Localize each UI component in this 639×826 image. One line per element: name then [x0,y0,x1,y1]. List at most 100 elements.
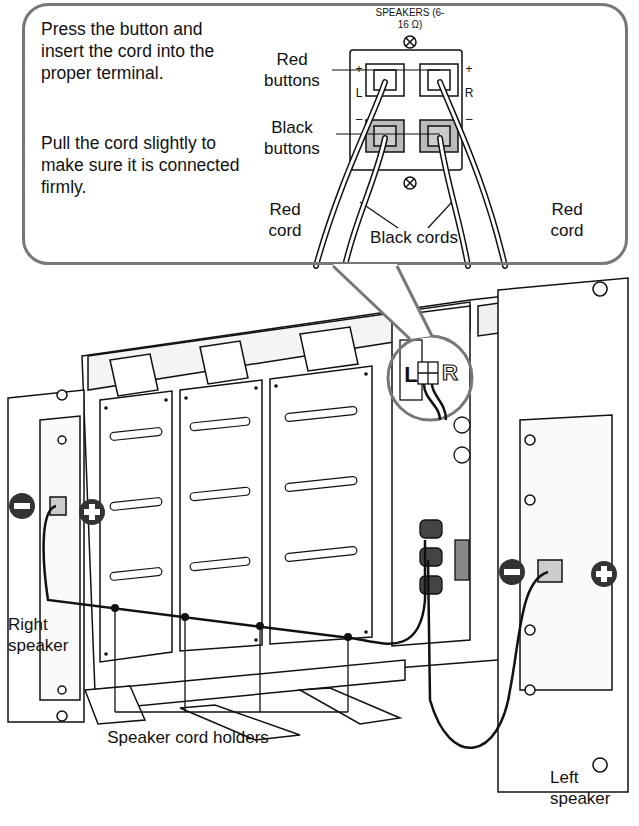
speaker-cable [428,560,548,748]
terminal-block [406,38,414,46]
part-label: + [352,62,366,77]
tv-back [300,327,358,371]
screw [104,652,108,656]
part-label: SPEAKERS (6-16 Ω) [370,7,450,31]
callout-tail [333,264,432,339]
leader-line [332,70,452,228]
right-speaker [57,711,67,721]
screw [184,396,188,400]
terminal-block [406,179,414,187]
left-speaker [520,415,612,690]
part-label: Black buttons [246,118,338,159]
left-speaker [525,435,535,445]
plus-symbol [79,499,105,525]
detail-circle [388,336,472,420]
cord-holder [111,604,352,641]
plus-symbol [591,561,617,587]
minus-symbol [9,493,35,519]
speaker-cable [44,506,425,644]
plus-symbol [89,504,95,520]
left-speaker [498,278,628,792]
part-label: Black cords [362,228,466,249]
connector-panel [400,340,470,594]
terminal-icon [418,362,438,384]
connector-panel [455,540,469,580]
terminal-block [404,36,416,48]
screw [104,406,108,410]
right-speaker [40,416,80,700]
holder-bracket [115,608,348,712]
screw [164,398,168,402]
left-speaker [525,625,535,635]
left-speaker [525,495,535,505]
minus-symbol [9,493,525,585]
vent-slot [110,567,163,580]
part-label: L [352,86,366,101]
connector-panel [454,417,470,433]
tv-back [82,290,560,692]
vent-slot [110,427,163,440]
tv-back [270,366,372,644]
leader-line [332,69,440,70]
part-label: Right speaker [8,615,98,656]
right-speaker [8,390,84,722]
vent-slot [190,557,251,571]
part-label: R [439,360,461,387]
right-speaker [58,686,66,694]
speaker-cord [316,82,505,266]
vent-slot [285,476,357,491]
left-speaker [538,560,562,582]
connector-panel [454,447,470,463]
part-label: Speaker cord holders [68,728,308,749]
terminal-block [404,177,416,189]
connector-panel [420,548,442,566]
part-label: – [462,112,476,127]
screw [254,386,258,390]
screw [364,372,368,376]
screw [364,630,368,634]
terminal-icon [418,362,446,420]
part-label: – [352,112,366,127]
vent-slot [190,417,251,431]
part-label: Left speaker [550,768,636,809]
instruction-text: Press the button and insert the cord int… [41,18,241,84]
stand [300,688,400,724]
vent-slot [285,406,357,421]
part-label: L [401,362,421,389]
part-label: Red cord [534,200,600,241]
vent-slot [110,497,163,510]
connector-panel [420,520,442,538]
left-speaker [593,282,607,296]
left-speaker [593,758,607,772]
tv-back [180,380,262,651]
left-speaker [525,685,535,695]
instruction-text: Pull the cord slightly to make sure it i… [41,132,241,198]
right-speaker [58,436,66,444]
minus-symbol [504,569,520,575]
speaker-cable [44,506,548,748]
part-label: Red cord [252,200,318,241]
part-label: Red buttons [250,50,334,91]
right-speaker [8,390,84,722]
leader-line [428,202,452,228]
callout-tail [333,266,432,339]
tv-back [100,391,172,662]
part-label: R [462,86,476,101]
minus-symbol [499,559,525,585]
leader-line [336,133,440,134]
connector-panel [420,576,442,594]
vent-slot [190,487,251,501]
right-speaker [50,497,66,515]
tv-back [200,341,248,384]
screw [274,384,278,388]
terminal-icon [432,384,446,420]
right-speaker [57,390,67,400]
part-label: + [462,62,476,77]
tv-back [110,354,158,396]
plus-symbol [601,566,607,582]
left-speaker [498,278,628,792]
